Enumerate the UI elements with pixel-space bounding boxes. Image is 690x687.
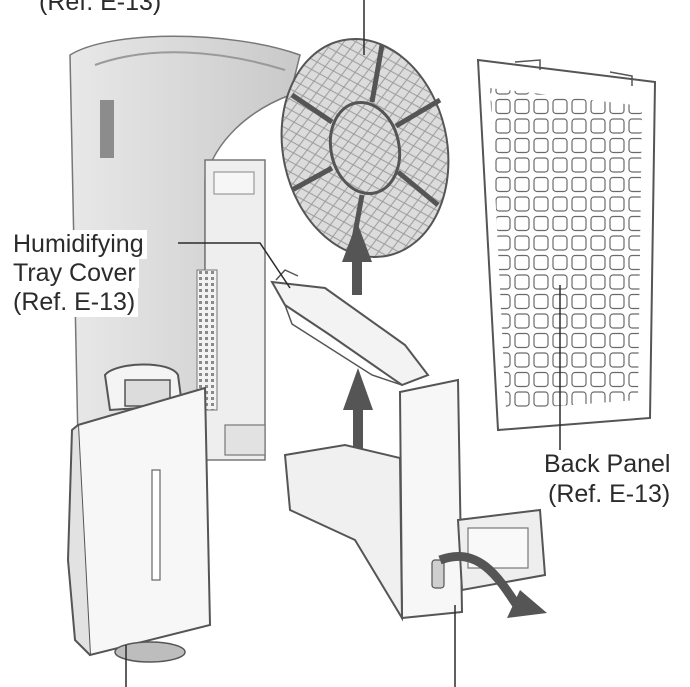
tray-cover-label-line1: Humidifying bbox=[10, 230, 147, 259]
top-part-ref-label: (Ref. E-13) bbox=[36, 0, 165, 17]
tray-cover bbox=[178, 242, 430, 387]
humidifying-filter bbox=[280, 0, 450, 258]
humidifying-tray bbox=[283, 378, 547, 687]
back-panel-label-line1: Back Panel bbox=[541, 450, 674, 479]
tray-cover-label-line2: Tray Cover bbox=[10, 259, 139, 288]
water-tank bbox=[66, 363, 212, 687]
back-panel-label-line2: (Ref. E-13) bbox=[545, 480, 674, 509]
removal-arrows bbox=[342, 222, 373, 450]
back-panel bbox=[476, 58, 657, 462]
tray-cover-label-line3: (Ref. E-13) bbox=[10, 288, 139, 317]
